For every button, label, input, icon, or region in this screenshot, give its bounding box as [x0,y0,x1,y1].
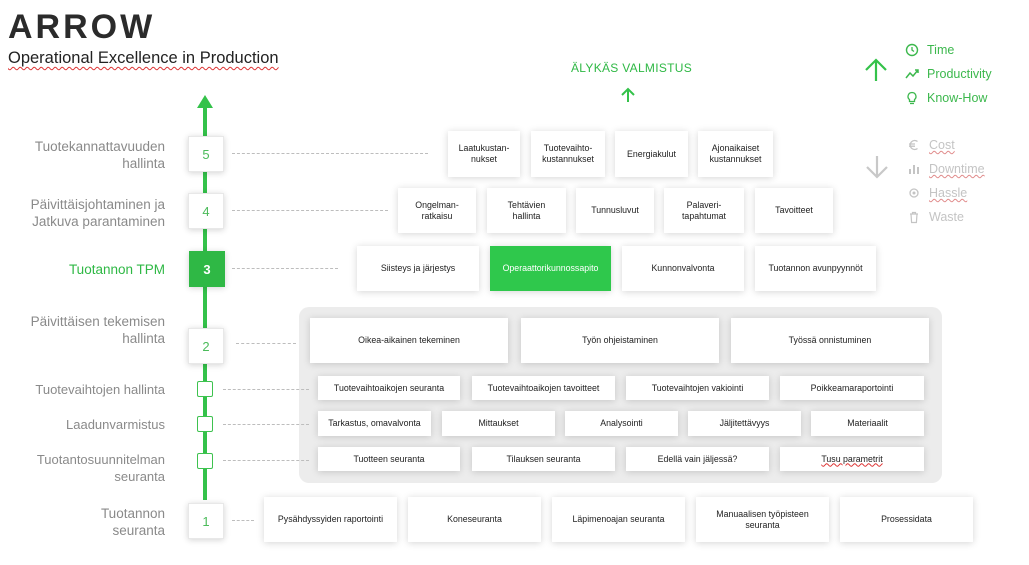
level-2-connector [236,343,296,344]
card-r2b-4: Jäljitettävyys [688,411,801,436]
legend-decrease: Cost Downtime Hassle Waste [907,133,985,229]
legend-item-productivity: Productivity [905,62,992,86]
euro-icon [909,139,918,151]
legend-item-downtime: Downtime [907,157,985,181]
increase-arrow-icon [865,58,887,81]
card-r5-2: Tuotevaihto- kustannukset [531,131,605,177]
card-r1-3: Läpimenoajan seuranta [552,497,685,542]
level-2a-connector [223,389,309,390]
level-1-connector [232,520,254,521]
card-r2c-1: Tuotteen seuranta [318,447,460,471]
card-r2c-2: Tilauksen seuranta [472,447,615,471]
card-r5-1: Laatukustan- nukset [448,131,520,177]
gear-icon [909,188,919,198]
card-r1-2: Koneseuranta [408,497,541,542]
card-r5-4: Ajonaikaiset kustannukset [698,131,773,177]
card-r1-5: Prosessidata [840,497,973,542]
card-r2a-1: Tuotevaihtoaikojen seuranta [318,376,460,400]
card-r2b-2: Mittaukset [442,411,555,436]
legend-item-know-how: Know-How [905,86,992,110]
bar-chart-icon [909,165,919,174]
card-r2c-4: Tusu parametrit [780,447,924,471]
card-r2b-3: Analysointi [565,411,678,436]
card-r4-5: Tavoitteet [755,188,833,233]
trash-icon [910,211,918,224]
level-2b-label: Laadunvarmistus [66,417,165,432]
card-r2b-5: Materiaalit [811,411,924,436]
level-4-connector [232,210,388,211]
level-1-step: 1 [188,503,224,539]
legend-increase: Time Productivity Know-How [905,38,992,110]
card-r4-1: Ongelman- ratkaisu [398,188,476,233]
card-r1-4: Manuaalisen työpisteen seuranta [696,497,829,542]
level-5-step: 5 [188,136,224,172]
maturity-axis-line [203,106,207,500]
level-4-step: 4 [188,193,224,229]
level-3-connector [232,268,338,269]
trend-up-icon [905,69,919,79]
page-subtitle: Operational Excellence in Production [8,49,279,67]
card-r2b-1: Tarkastus, omavalvonta [318,411,431,436]
card-r2-2: Työn ohjeistaminen [521,318,719,363]
legend-item-cost: Cost [907,133,985,157]
goal-title: ÄLYKÄS VALMISTUS [571,61,693,75]
level-2b-checkbox [197,416,213,432]
decrease-arrow-icon [866,156,888,179]
card-r1-1: Pysähdyssyiden raportointi [264,497,397,542]
legend-item-waste: Waste [907,205,985,229]
card-r3-3: Kunnonvalvonta [622,246,744,291]
level-2c-checkbox [197,453,213,469]
card-r2-3: Työssä onnistuminen [731,318,929,363]
level-3-label: Tuotannon TPM [68,262,165,277]
card-r2-1: Oikea-aikainen tekeminen [310,318,508,363]
level-2b-connector [223,424,309,425]
level-5-connector [232,153,428,154]
card-r2a-4: Poikkeamaraportointi [780,376,924,400]
card-r2a-3: Tuotevaihtojen vakiointi [626,376,769,400]
card-r2c-3: Edellä vain jäljessä? [626,447,769,471]
level-3-step: 3 [189,251,225,287]
clock-icon [905,43,919,57]
card-r3-1: Siisteys ja järjestys [357,246,479,291]
legend-item-time: Time [905,38,992,62]
card-r4-3: Tunnusluvut [576,188,654,233]
level-2c-label: Tuotantosuunnitelman seuranta [36,452,165,484]
card-r2a-2: Tuotevaihtoaikojen tavoitteet [472,376,615,400]
card-r5-3: Energiakulut [615,131,688,177]
card-r4-2: Tehtävien hallinta [487,188,566,233]
level-2c-connector [223,460,309,461]
card-r4-4: Palaveri- tapahtumat [664,188,744,233]
level-2a-label: Tuotevaihtojen hallinta [35,382,165,397]
card-r3-2-highlighted: Operaattorikunnossapito [490,246,611,291]
level-2-step: 2 [188,328,224,364]
goal-up-arrow-icon [621,87,635,102]
lightbulb-icon [907,91,917,105]
arrow-logo: ARROW [8,8,156,46]
level-2a-checkbox [197,381,213,397]
maturity-axis-arrow-icon [197,95,213,108]
legend-item-hassle: Hassle [907,181,985,205]
card-r3-4: Tuotannon avunpyynnöt [755,246,876,291]
